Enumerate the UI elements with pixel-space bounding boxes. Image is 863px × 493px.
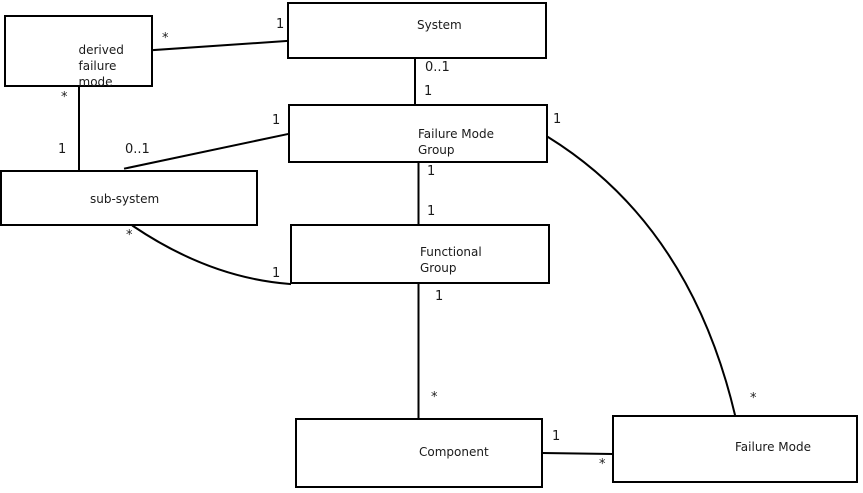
entity-sub-system: sub-system [0,170,258,226]
entity-label: Functional Group [420,245,482,275]
multiplicity-label: * [126,228,133,243]
entity-label: Component [419,445,489,459]
edge-derived-failure-mode-system [152,39,289,52]
entity-label: derived failure mode [78,43,124,89]
multiplicity-label: 1 [427,204,436,219]
multiplicity-label: * [162,31,169,46]
multiplicity-label: * [61,90,68,105]
multiplicity-label: 1 [276,17,285,32]
edge-component-failure-mode [541,451,614,456]
multiplicity-label: 1 [272,266,281,281]
multiplicity-label: 1 [427,164,436,179]
multiplicity-label: 1 [552,429,561,444]
entity-functional-group: Functional Group [290,224,550,284]
entity-system: System [287,2,547,59]
entity-failure-mode-group: Failure Mode Group [288,104,548,163]
multiplicity-label: * [750,391,757,406]
entity-label: Failure Mode [735,440,811,454]
entity-component: Component [295,418,543,488]
entity-label: Failure Mode Group [418,127,494,157]
entity-failure-mode: Failure Mode [612,415,858,483]
multiplicity-label: 1 [435,289,444,304]
multiplicity-label: 0..1 [125,142,150,157]
entity-derived-failure-mode: derived failure mode [4,15,153,89]
edge-failure-mode-group-failure-mode [546,135,737,417]
entity-label: System [417,18,462,32]
multiplicity-label: * [599,457,606,472]
multiplicity-label: 1 [58,142,67,157]
edge-sub-system-functional-group [131,224,292,286]
multiplicity-label: 0..1 [425,60,450,75]
multiplicity-label: 1 [553,112,562,127]
edge-sub-system-failure-mode-group [123,132,290,170]
multiplicity-label: 1 [424,84,433,99]
multiplicity-label: 1 [272,113,281,128]
entity-label: sub-system [90,192,160,206]
multiplicity-label: * [431,390,438,405]
